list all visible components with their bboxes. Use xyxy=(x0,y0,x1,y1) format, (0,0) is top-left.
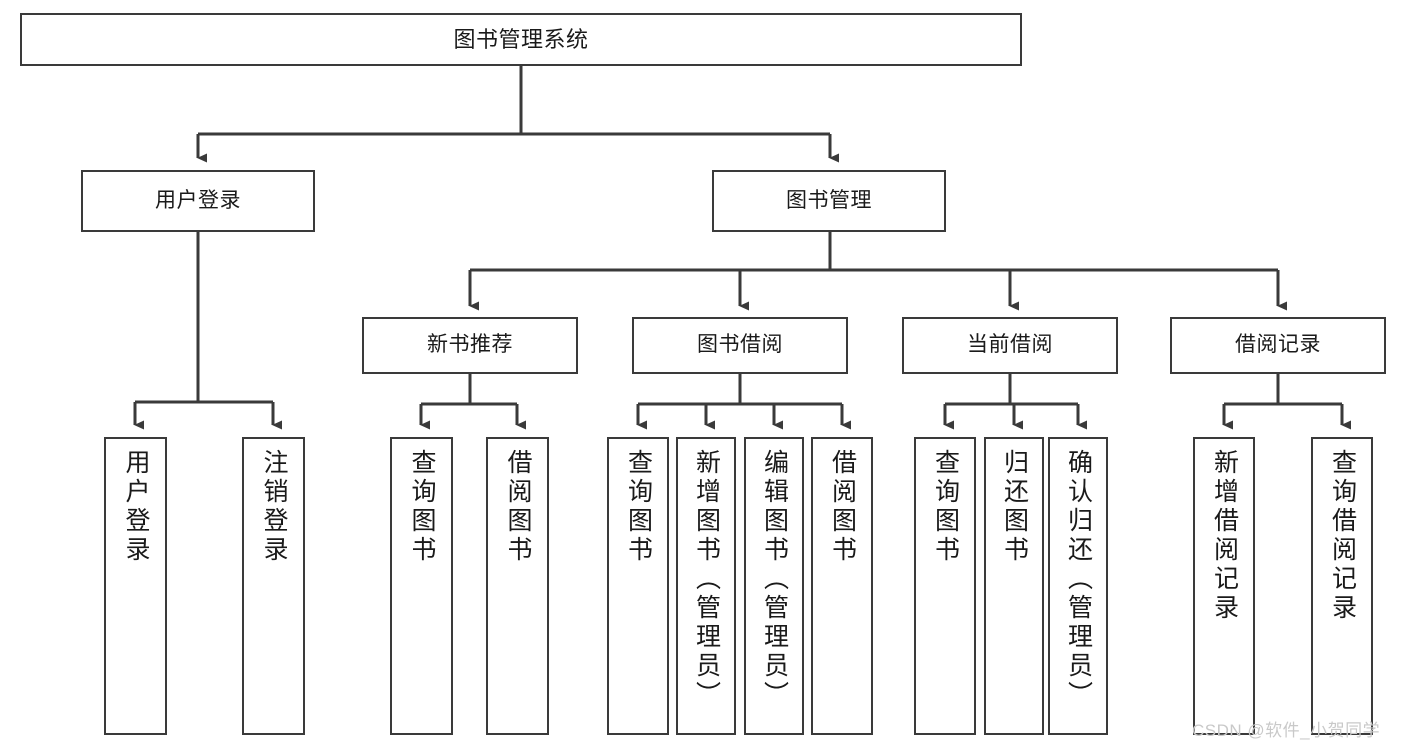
node-current-borrow-label: 当前借阅 xyxy=(967,333,1053,357)
node-current-borrow[interactable]: 当前借阅 xyxy=(902,317,1118,374)
node-leaf-borrow-book-1-label: 借阅图书 xyxy=(504,449,532,565)
node-leaf-borrow-book-1[interactable]: 借阅图书 xyxy=(486,437,549,735)
node-leaf-confirm-return[interactable]: 确认归还（管理员） xyxy=(1048,437,1108,735)
node-leaf-add-book-label: 新增图书（管理员） xyxy=(692,449,721,710)
node-leaf-query-record[interactable]: 查询借阅记录 xyxy=(1311,437,1373,735)
watermark-text: CSDN @软件_小贺同学 xyxy=(1192,721,1381,740)
node-book-borrow[interactable]: 图书借阅 xyxy=(632,317,848,374)
node-leaf-confirm-return-label: 确认归还（管理员） xyxy=(1064,449,1093,710)
node-leaf-query-book-1-label: 查询图书 xyxy=(408,449,436,565)
node-root-label: 图书管理系统 xyxy=(453,26,589,52)
node-leaf-edit-book[interactable]: 编辑图书（管理员） xyxy=(744,437,804,735)
node-borrow-record-label: 借阅记录 xyxy=(1235,333,1321,357)
node-new-book-recommend[interactable]: 新书推荐 xyxy=(362,317,578,374)
node-leaf-return-book[interactable]: 归还图书 xyxy=(984,437,1044,735)
node-leaf-query-book-2-label: 查询图书 xyxy=(624,449,653,565)
node-leaf-edit-book-label: 编辑图书（管理员） xyxy=(760,449,789,710)
node-leaf-query-record-label: 查询借阅记录 xyxy=(1328,449,1357,623)
node-book-manage[interactable]: 图书管理 xyxy=(712,170,946,232)
node-leaf-logout-login[interactable]: 注销登录 xyxy=(242,437,305,735)
node-leaf-user-login-label: 用户登录 xyxy=(122,449,150,565)
node-root[interactable]: 图书管理系统 xyxy=(20,13,1022,66)
node-user-login[interactable]: 用户登录 xyxy=(81,170,315,232)
node-leaf-add-book[interactable]: 新增图书（管理员） xyxy=(676,437,736,735)
node-book-borrow-label: 图书借阅 xyxy=(697,333,783,357)
node-book-manage-label: 图书管理 xyxy=(786,188,872,212)
node-leaf-query-book-2[interactable]: 查询图书 xyxy=(607,437,669,735)
node-borrow-record[interactable]: 借阅记录 xyxy=(1170,317,1386,374)
node-leaf-borrow-book-2-label: 借阅图书 xyxy=(828,449,857,565)
node-leaf-return-book-label: 归还图书 xyxy=(1000,449,1029,565)
node-new-book-recommend-label: 新书推荐 xyxy=(427,333,513,357)
node-leaf-add-record[interactable]: 新增借阅记录 xyxy=(1193,437,1255,735)
node-leaf-query-book-3[interactable]: 查询图书 xyxy=(914,437,976,735)
node-leaf-logout-login-label: 注销登录 xyxy=(260,449,288,565)
node-leaf-user-login[interactable]: 用户登录 xyxy=(104,437,167,735)
node-user-login-label: 用户登录 xyxy=(155,188,241,212)
node-leaf-query-book-3-label: 查询图书 xyxy=(931,449,960,565)
node-leaf-borrow-book-2[interactable]: 借阅图书 xyxy=(811,437,873,735)
node-leaf-add-record-label: 新增借阅记录 xyxy=(1210,449,1239,623)
node-leaf-query-book-1[interactable]: 查询图书 xyxy=(390,437,453,735)
